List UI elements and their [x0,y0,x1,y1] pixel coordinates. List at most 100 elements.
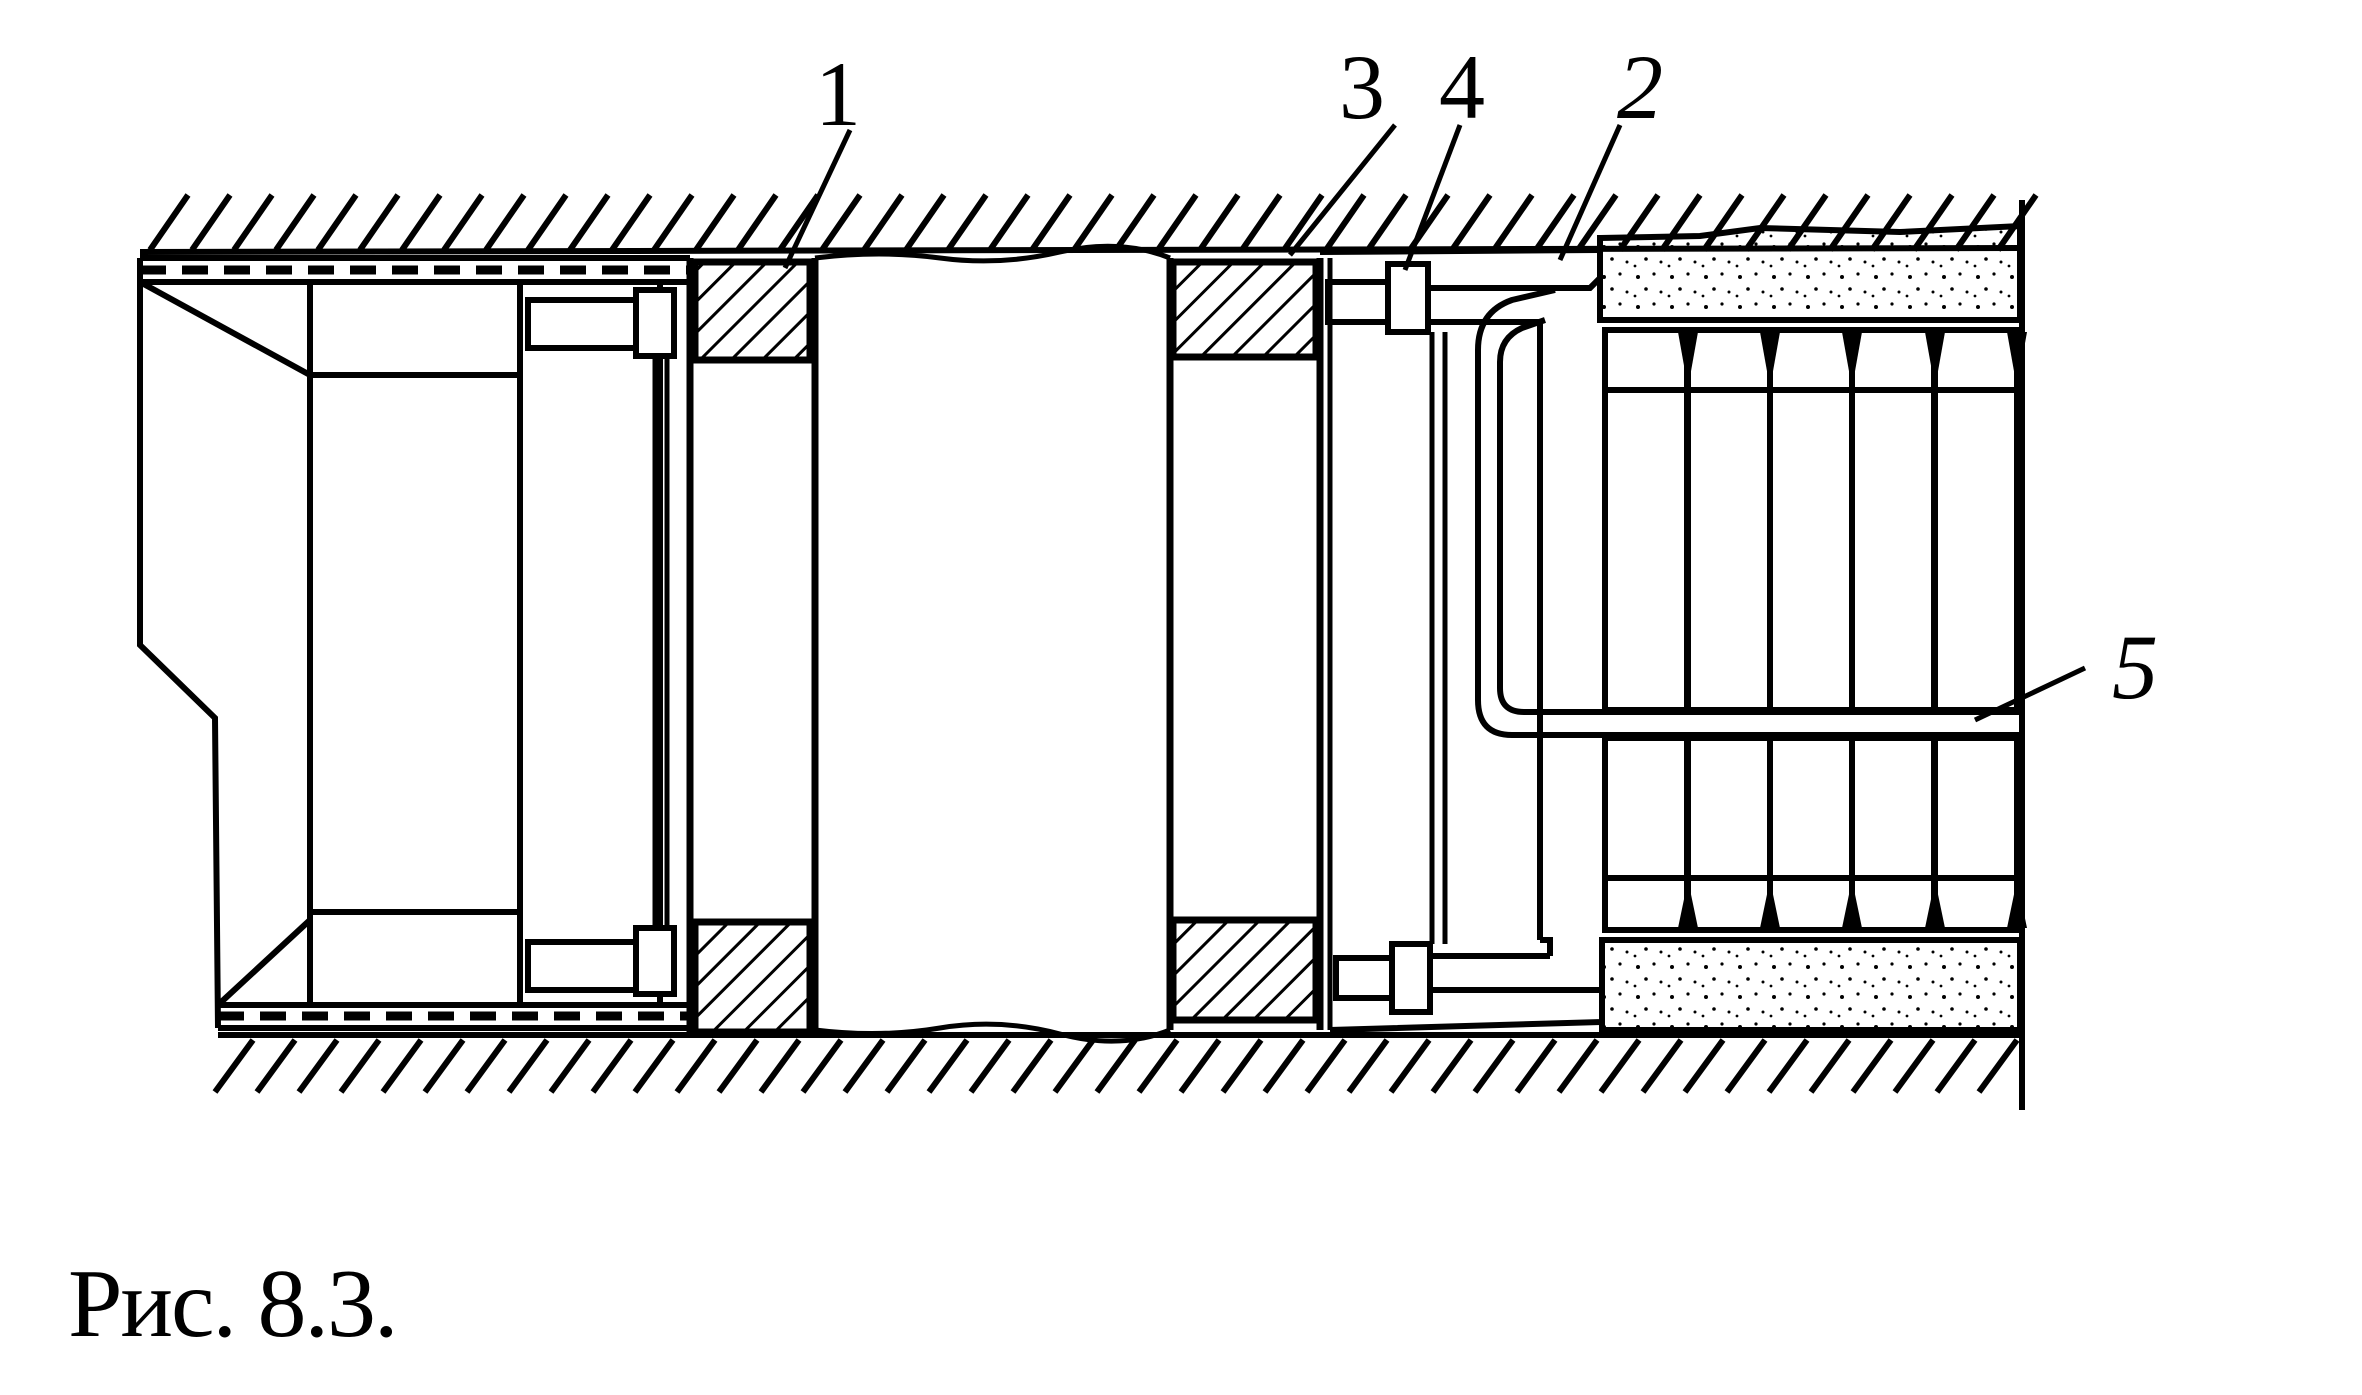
rock-hatch-mark [212,1038,256,1094]
rock-hatch-mark [842,1038,886,1094]
rock-hatch-mark [380,1038,424,1094]
block-upper [1849,387,1937,713]
lining-shell [140,255,690,1031]
rock-hatch-mark [945,193,989,252]
rock-hatch-mark [651,193,695,252]
ring-1-section [686,258,819,1036]
block-lower [1685,735,1773,881]
rock-hatch-mark [1808,1038,1852,1094]
rock-hatch-mark [1472,1038,1516,1094]
block-bottom-cap [1849,875,1937,933]
rock-hatch-mark [567,193,611,252]
rock-hatch-mark [189,193,233,252]
joint-wedge [1842,880,1862,928]
rock-hatch-mark [884,1038,928,1094]
joint-wedge [1678,332,1698,388]
rock-hatch-mark [464,1038,508,1094]
joint-wedge [1760,332,1780,388]
rock-hatch-mark [1850,1038,1894,1094]
joint-wedge [1925,880,1945,928]
rock-hatch-mark [609,193,653,252]
rock-hatch-mark [1346,1038,1390,1094]
break-lines [814,243,1171,1044]
block-lower [1767,735,1855,881]
rock-hatch-mark [1514,1038,1558,1094]
block-top-cap [1767,327,1855,393]
rock-hatch-mark [441,193,485,252]
rock-hatch-mark [735,193,779,252]
rock-hatch-mark [1388,1038,1432,1094]
rock-hatch-mark [254,1038,298,1094]
joint-wedge [1842,332,1862,388]
rock-hatch-mark [674,1038,718,1094]
leader-lines [782,123,2087,723]
block-lower [1602,735,1690,881]
callouts: 1 3 4 2 5 [815,36,2158,718]
callout-5: 5 [2112,616,2158,718]
callout-4: 4 [1439,36,1485,138]
rock-hatch-mark [819,193,863,252]
rock-hatch-mark [1136,1038,1180,1094]
rock-hatch-mark [1281,193,1325,252]
block-bottom-cap [1685,875,1773,933]
bottom-rock-hatching [212,1032,2022,1094]
rock-hatch-mark [1533,193,1577,252]
block-upper [1932,387,2020,713]
joint-wedge [1678,880,1698,928]
rock-hatch-mark [987,193,1031,252]
injection-pipe-5 [1475,287,2020,738]
rock-hatch-mark [777,193,821,252]
rock-hatch-mark [231,193,275,252]
rock-hatch-mark [693,193,737,252]
block-bottom-cap [1602,875,1690,933]
block-bottom-cap [1767,875,1855,933]
rock-hatch-mark [1052,1038,1096,1094]
rock-hatch-mark [903,193,947,252]
block-upper [1767,387,1855,713]
rock-hatch-mark [357,193,401,252]
rock-hatch-mark [1976,1038,2020,1094]
rock-hatch-mark [1934,1038,1978,1094]
block-top-cap [1602,327,1690,393]
rock-hatch-mark [1556,1038,1600,1094]
block-top-cap [1685,327,1773,393]
rock-hatch-mark [1640,1038,1684,1094]
rock-hatch-mark [525,193,569,252]
rock-hatch-mark [147,193,191,252]
rock-hatch-mark [548,1038,592,1094]
rock-hatch-mark [483,193,527,252]
rock-hatch-mark [506,1038,550,1094]
block-bottom-cap [1932,875,2020,933]
block-lower [1932,735,2020,881]
block-upper [1602,387,1690,713]
left-jacks [525,287,677,997]
grout-zone [1597,222,2023,1033]
ring-3-section [1166,258,1324,1030]
joint-wedge [1760,880,1780,928]
rock-hatch-mark [861,193,905,252]
rock-hatch-mark [800,1038,844,1094]
rock-hatch-mark [338,1038,382,1094]
rock-hatch-mark [1491,193,1535,252]
rock-hatch-mark [1178,1038,1222,1094]
rock-hatch-mark [1113,193,1157,252]
rock-hatch-mark [422,1038,466,1094]
rock-hatch-mark [1323,193,1367,252]
rock-hatch-mark [1239,193,1283,252]
rock-hatch-mark [1598,1038,1642,1094]
rock-hatch-mark [1682,1038,1726,1094]
block-lower [1849,735,1937,881]
rock-hatch-mark [590,1038,634,1094]
rock-hatch-mark [1220,1038,1264,1094]
rock-hatch-mark [632,1038,676,1094]
rock-hatch-mark [1766,1038,1810,1094]
rock-hatch-mark [1262,1038,1306,1094]
rock-hatch-mark [1029,193,1073,252]
rock-hatch-mark [1197,193,1241,252]
figure-caption: Рис. 8.3. [68,1250,398,1358]
rock-hatch-mark [273,193,317,252]
plate-2 [1319,236,1605,1033]
rock-hatch-mark [1449,193,1493,252]
segment-blocks [1602,327,2027,933]
